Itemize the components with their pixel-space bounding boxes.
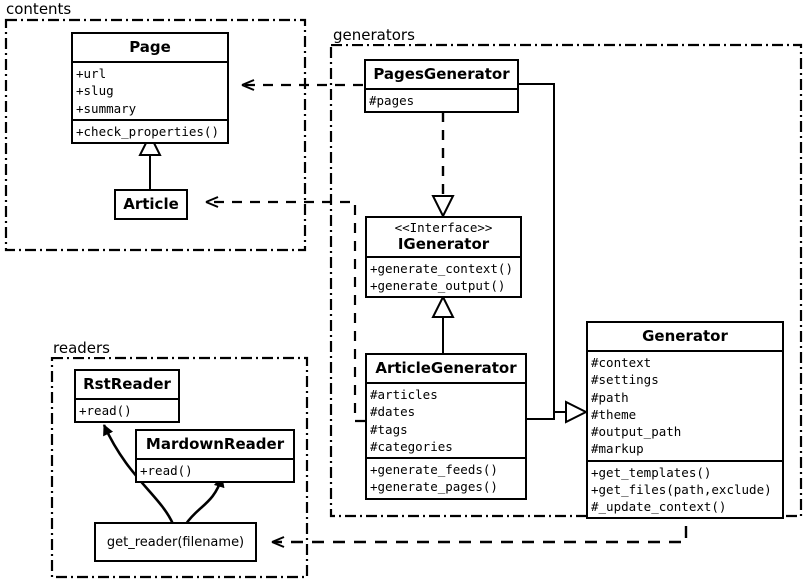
class-generator[interactable]: Generator #context #settings #path #them… [586,321,784,520]
class-pagesgenerator-attributes: #pages [366,88,517,111]
method-row: +generate_output() [370,277,506,293]
package-border-contents [4,18,307,252]
class-rstreader-title: RstReader [83,375,171,393]
attribute-row: #theme [591,406,637,422]
class-articlegenerator-methods: +generate_feeds() +generate_pages() [367,457,525,498]
method-row: +read() [79,403,132,418]
class-igenerator-methods: +generate_context() +generate_output() [367,255,520,297]
class-page-methods: +check_properties() [73,118,227,142]
function-get-reader-label: get_reader(filename) [106,534,245,550]
class-rstreader[interactable]: RstReader +read() [74,369,180,424]
attribute-row: #tags [370,421,408,437]
class-igenerator-stereotype: <<Interface>> [394,220,493,235]
attribute-row: +slug [76,83,114,99]
method-row: +generate_feeds() [370,462,498,477]
dependency-articlegenerator-to-article [205,196,365,423]
attribute-row: #dates [370,404,416,420]
class-page[interactable]: Page +url +slug +summary +check_properti… [71,32,229,144]
method-row: +generate_context() [370,260,513,276]
method-row: +read() [140,463,193,478]
realization-pagesgenerator-to-igenerator [431,112,455,219]
class-articlegenerator[interactable]: ArticleGenerator #articles #dates #tags … [365,353,527,500]
package-border-generators [329,43,803,518]
class-pagesgenerator-title: PagesGenerator [373,65,510,83]
class-rstreader-methods: +read() [76,398,178,421]
class-igenerator[interactable]: <<Interface>> IGenerator +generate_conte… [365,216,522,298]
class-generator-methods: +get_templates() +get_files(path,exclude… [588,459,782,518]
function-get-reader[interactable]: get_reader(filename) [94,522,257,562]
package-label-contents: contents [4,0,74,18]
generalization-article-to-page [138,132,162,190]
attribute-row: #context [591,355,652,370]
class-pagesgenerator[interactable]: PagesGenerator #pages [364,59,519,114]
attribute-row: +summary [76,100,137,116]
attribute-row: #output_path [591,424,682,439]
package-label-generators: generators [331,26,417,44]
attribute-row: #categories [370,438,453,454]
class-igenerator-title: <<Interface>> IGenerator [367,218,520,256]
method-row: +get_templates() [591,464,712,480]
method-row: +get_files(path,exclude) [591,481,772,497]
attribute-row: #pages [369,93,415,108]
generalization-articlegenerator-to-igenerator [431,294,455,356]
class-articlegenerator-title: ArticleGenerator [375,359,517,377]
package-border-readers [50,356,309,579]
attribute-row: +url [76,66,107,81]
method-row: +generate_pages() [370,479,498,495]
attribute-row: #settings [591,372,659,388]
class-page-attributes: +url +slug +summary [73,61,227,119]
class-mardownreader-title: MardownReader [145,435,285,453]
class-igenerator-name: IGenerator [397,234,490,253]
generalization-articlegenerator-to-generator [527,400,589,424]
method-row: +check_properties() [76,123,219,139]
class-article-title: Article [123,195,179,213]
attribute-row: #markup [591,441,644,457]
call-getreader-to-rstreader [102,424,175,525]
class-articlegenerator-attributes: #articles #dates #tags #categories [367,382,525,457]
attribute-row: #path [591,389,629,405]
class-mardownreader[interactable]: MardownReader +read() [135,429,295,484]
class-page-title: Page [129,38,171,56]
package-label-readers: readers [51,339,112,357]
class-generator-attributes: #context #settings #path #theme #output_… [588,350,782,460]
attribute-row: #articles [370,387,438,402]
class-mardownreader-methods: +read() [137,458,293,481]
method-row: #_update_context() [591,499,727,514]
class-article[interactable]: Article [114,189,188,220]
class-generator-title: Generator [642,327,728,345]
call-getreader-to-mardownreader [184,476,225,525]
